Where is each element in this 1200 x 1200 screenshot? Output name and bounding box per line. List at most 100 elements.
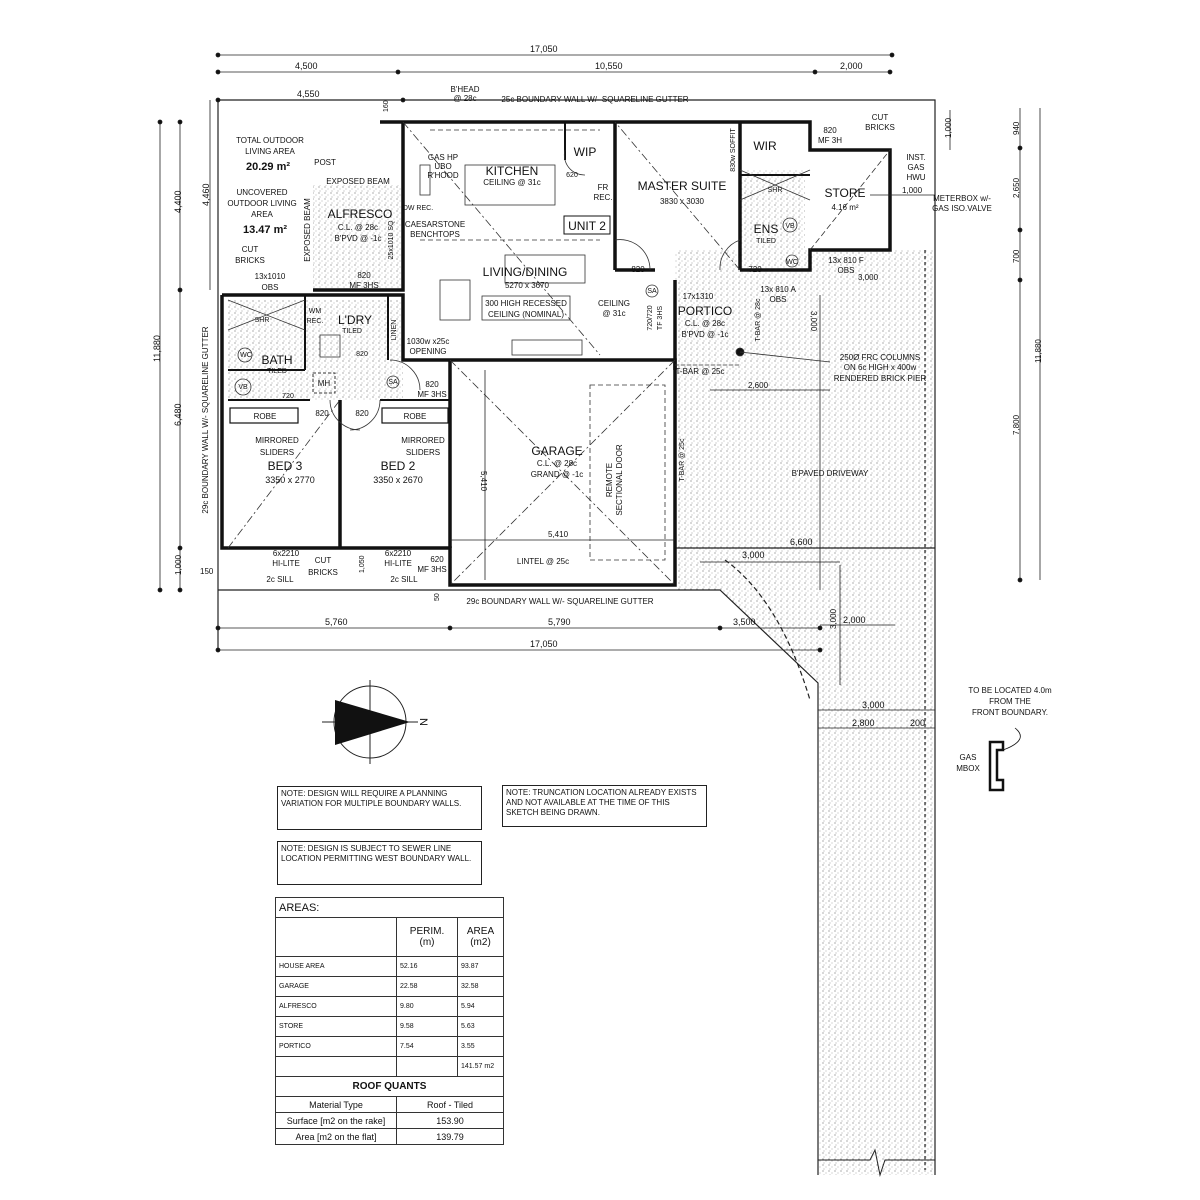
dimension-lines — [157, 52, 1041, 729]
svg-text:2,000: 2,000 — [840, 61, 863, 71]
room-wir: WIR — [753, 139, 777, 153]
svg-text:MF 3HS: MF 3HS — [417, 390, 446, 399]
svg-text:EXPOSED BEAM: EXPOSED BEAM — [326, 177, 390, 186]
svg-text:2,600: 2,600 — [748, 381, 769, 390]
svg-text:OPENING: OPENING — [410, 347, 447, 356]
svg-text:TF 3HS: TF 3HS — [657, 306, 664, 330]
room-wip: WIP — [574, 145, 597, 159]
roof-row: Area [m2 on the flat]139.79 — [274, 1128, 504, 1145]
svg-text:820: 820 — [315, 409, 329, 418]
svg-text:4,550: 4,550 — [297, 89, 320, 99]
svg-text:3,500: 3,500 — [733, 617, 756, 627]
svg-text:INST.: INST. — [906, 153, 926, 162]
svg-text:RENDERED BRICK PIER: RENDERED BRICK PIER — [834, 374, 927, 383]
svg-text:720/720: 720/720 — [647, 305, 654, 330]
svg-text:WM: WM — [309, 308, 322, 315]
uncovered-area-value: 13.47 m² — [243, 224, 287, 236]
svg-text:5,760: 5,760 — [325, 617, 348, 627]
svg-text:820: 820 — [631, 265, 645, 274]
svg-text:2c SILL: 2c SILL — [266, 575, 294, 584]
north-arrow-icon — [335, 700, 410, 745]
svg-text:T-BAR @ 28c: T-BAR @ 28c — [755, 298, 762, 341]
total-outdoor-area-value: 20.29 m² — [246, 161, 290, 173]
svg-text:SA: SA — [388, 379, 398, 386]
svg-text:3350 x 2670: 3350 x 2670 — [373, 475, 423, 485]
room-laundry: L'DRY — [338, 313, 372, 327]
svg-text:T-BAR @ 25c: T-BAR @ 25c — [679, 438, 686, 481]
svg-text:1,000: 1,000 — [174, 554, 183, 575]
stippled-paving — [228, 170, 933, 1175]
svg-text:620: 620 — [566, 172, 578, 179]
svg-text:MIRRORED: MIRRORED — [255, 436, 299, 445]
svg-text:3,000: 3,000 — [809, 311, 818, 332]
svg-text:SHR: SHR — [768, 187, 783, 194]
svg-text:BRICKS: BRICKS — [308, 568, 338, 577]
svg-text:VB: VB — [785, 223, 795, 230]
room-kitchen: KITCHEN — [486, 164, 539, 178]
svg-text:MF 3HS: MF 3HS — [417, 565, 446, 574]
svg-text:720: 720 — [748, 265, 762, 274]
svg-text:1,000: 1,000 — [902, 186, 923, 195]
svg-text:MF 3H: MF 3H — [818, 136, 842, 145]
svg-text:5,410: 5,410 — [479, 471, 488, 492]
svg-text:GAS: GAS — [960, 753, 977, 762]
svg-text:DW REC.: DW REC. — [403, 205, 433, 212]
svg-text:SA: SA — [647, 288, 657, 295]
svg-text:11,880: 11,880 — [152, 335, 162, 362]
svg-text:6,480: 6,480 — [173, 403, 183, 426]
svg-text:820: 820 — [356, 351, 368, 358]
svg-text:HI-LITE: HI-LITE — [384, 559, 412, 568]
svg-text:MH: MH — [318, 379, 331, 388]
svg-text:FRONT BOUNDARY.: FRONT BOUNDARY. — [972, 708, 1048, 717]
room-bath: BATH — [261, 353, 292, 367]
svg-text:160: 160 — [383, 100, 390, 112]
svg-text:5,410: 5,410 — [548, 530, 569, 539]
svg-text:ROBE: ROBE — [404, 412, 427, 421]
gas-meter-box-icon — [988, 727, 1021, 792]
svg-text:GAS HP: GAS HP — [428, 153, 458, 162]
svg-text:UBO: UBO — [434, 162, 451, 171]
svg-text:7,800: 7,800 — [1012, 414, 1021, 435]
svg-text:BRICKS: BRICKS — [235, 256, 265, 265]
svg-text:CEILING (NOMINAL): CEILING (NOMINAL) — [488, 310, 564, 319]
svg-text:METERBOX w/-: METERBOX w/- — [933, 194, 991, 203]
fixtures — [227, 121, 891, 586]
plan-labels: B'HEAD @ 28c 25c BOUNDARY WALL W/- SQUAR… — [201, 85, 1052, 773]
svg-text:200: 200 — [910, 718, 925, 728]
svg-text:SHR: SHR — [255, 317, 270, 324]
svg-text:13x1010: 13x1010 — [255, 272, 286, 281]
svg-text:T-BAR @ 25c: T-BAR @ 25c — [675, 367, 724, 376]
svg-text:TO BE LOCATED 4.0m: TO BE LOCATED 4.0m — [968, 686, 1052, 695]
svg-text:MF 3HS: MF 3HS — [349, 281, 378, 290]
svg-text:WC: WC — [786, 259, 798, 266]
north-arrow: N — [322, 680, 429, 764]
svg-text:6,600: 6,600 — [790, 537, 813, 547]
svg-text:BRICKS: BRICKS — [865, 123, 895, 132]
svg-text:820: 820 — [357, 271, 371, 280]
svg-text:3,000: 3,000 — [862, 700, 885, 710]
svg-text:SLIDERS: SLIDERS — [260, 448, 294, 457]
svg-text:OBS: OBS — [838, 266, 855, 275]
svg-text:REMOTE: REMOTE — [605, 463, 614, 497]
svg-text:CUT: CUT — [872, 113, 889, 122]
svg-text:700: 700 — [1012, 249, 1021, 263]
svg-text:17,050: 17,050 — [530, 44, 558, 54]
svg-text:1,000: 1,000 — [944, 117, 953, 138]
room-garage: GARAGE — [531, 444, 582, 458]
svg-text:2,000: 2,000 — [843, 615, 866, 625]
svg-text:SLIDERS: SLIDERS — [406, 448, 440, 457]
svg-text:SECTIONAL DOOR: SECTIONAL DOOR — [615, 444, 624, 515]
svg-text:720: 720 — [282, 393, 294, 400]
svg-text:OUTDOOR LIVING: OUTDOOR LIVING — [227, 199, 296, 208]
room-ens: ENS — [754, 222, 779, 236]
svg-text:C.L. @ 28c: C.L. @ 28c — [338, 223, 378, 232]
svg-text:10,550: 10,550 — [595, 61, 623, 71]
svg-text:BENCHTOPS: BENCHTOPS — [410, 230, 460, 239]
svg-text:GAS: GAS — [908, 163, 925, 172]
svg-text:GRAND @ -1c: GRAND @ -1c — [531, 470, 584, 479]
svg-text:13x 810 A: 13x 810 A — [760, 285, 796, 294]
